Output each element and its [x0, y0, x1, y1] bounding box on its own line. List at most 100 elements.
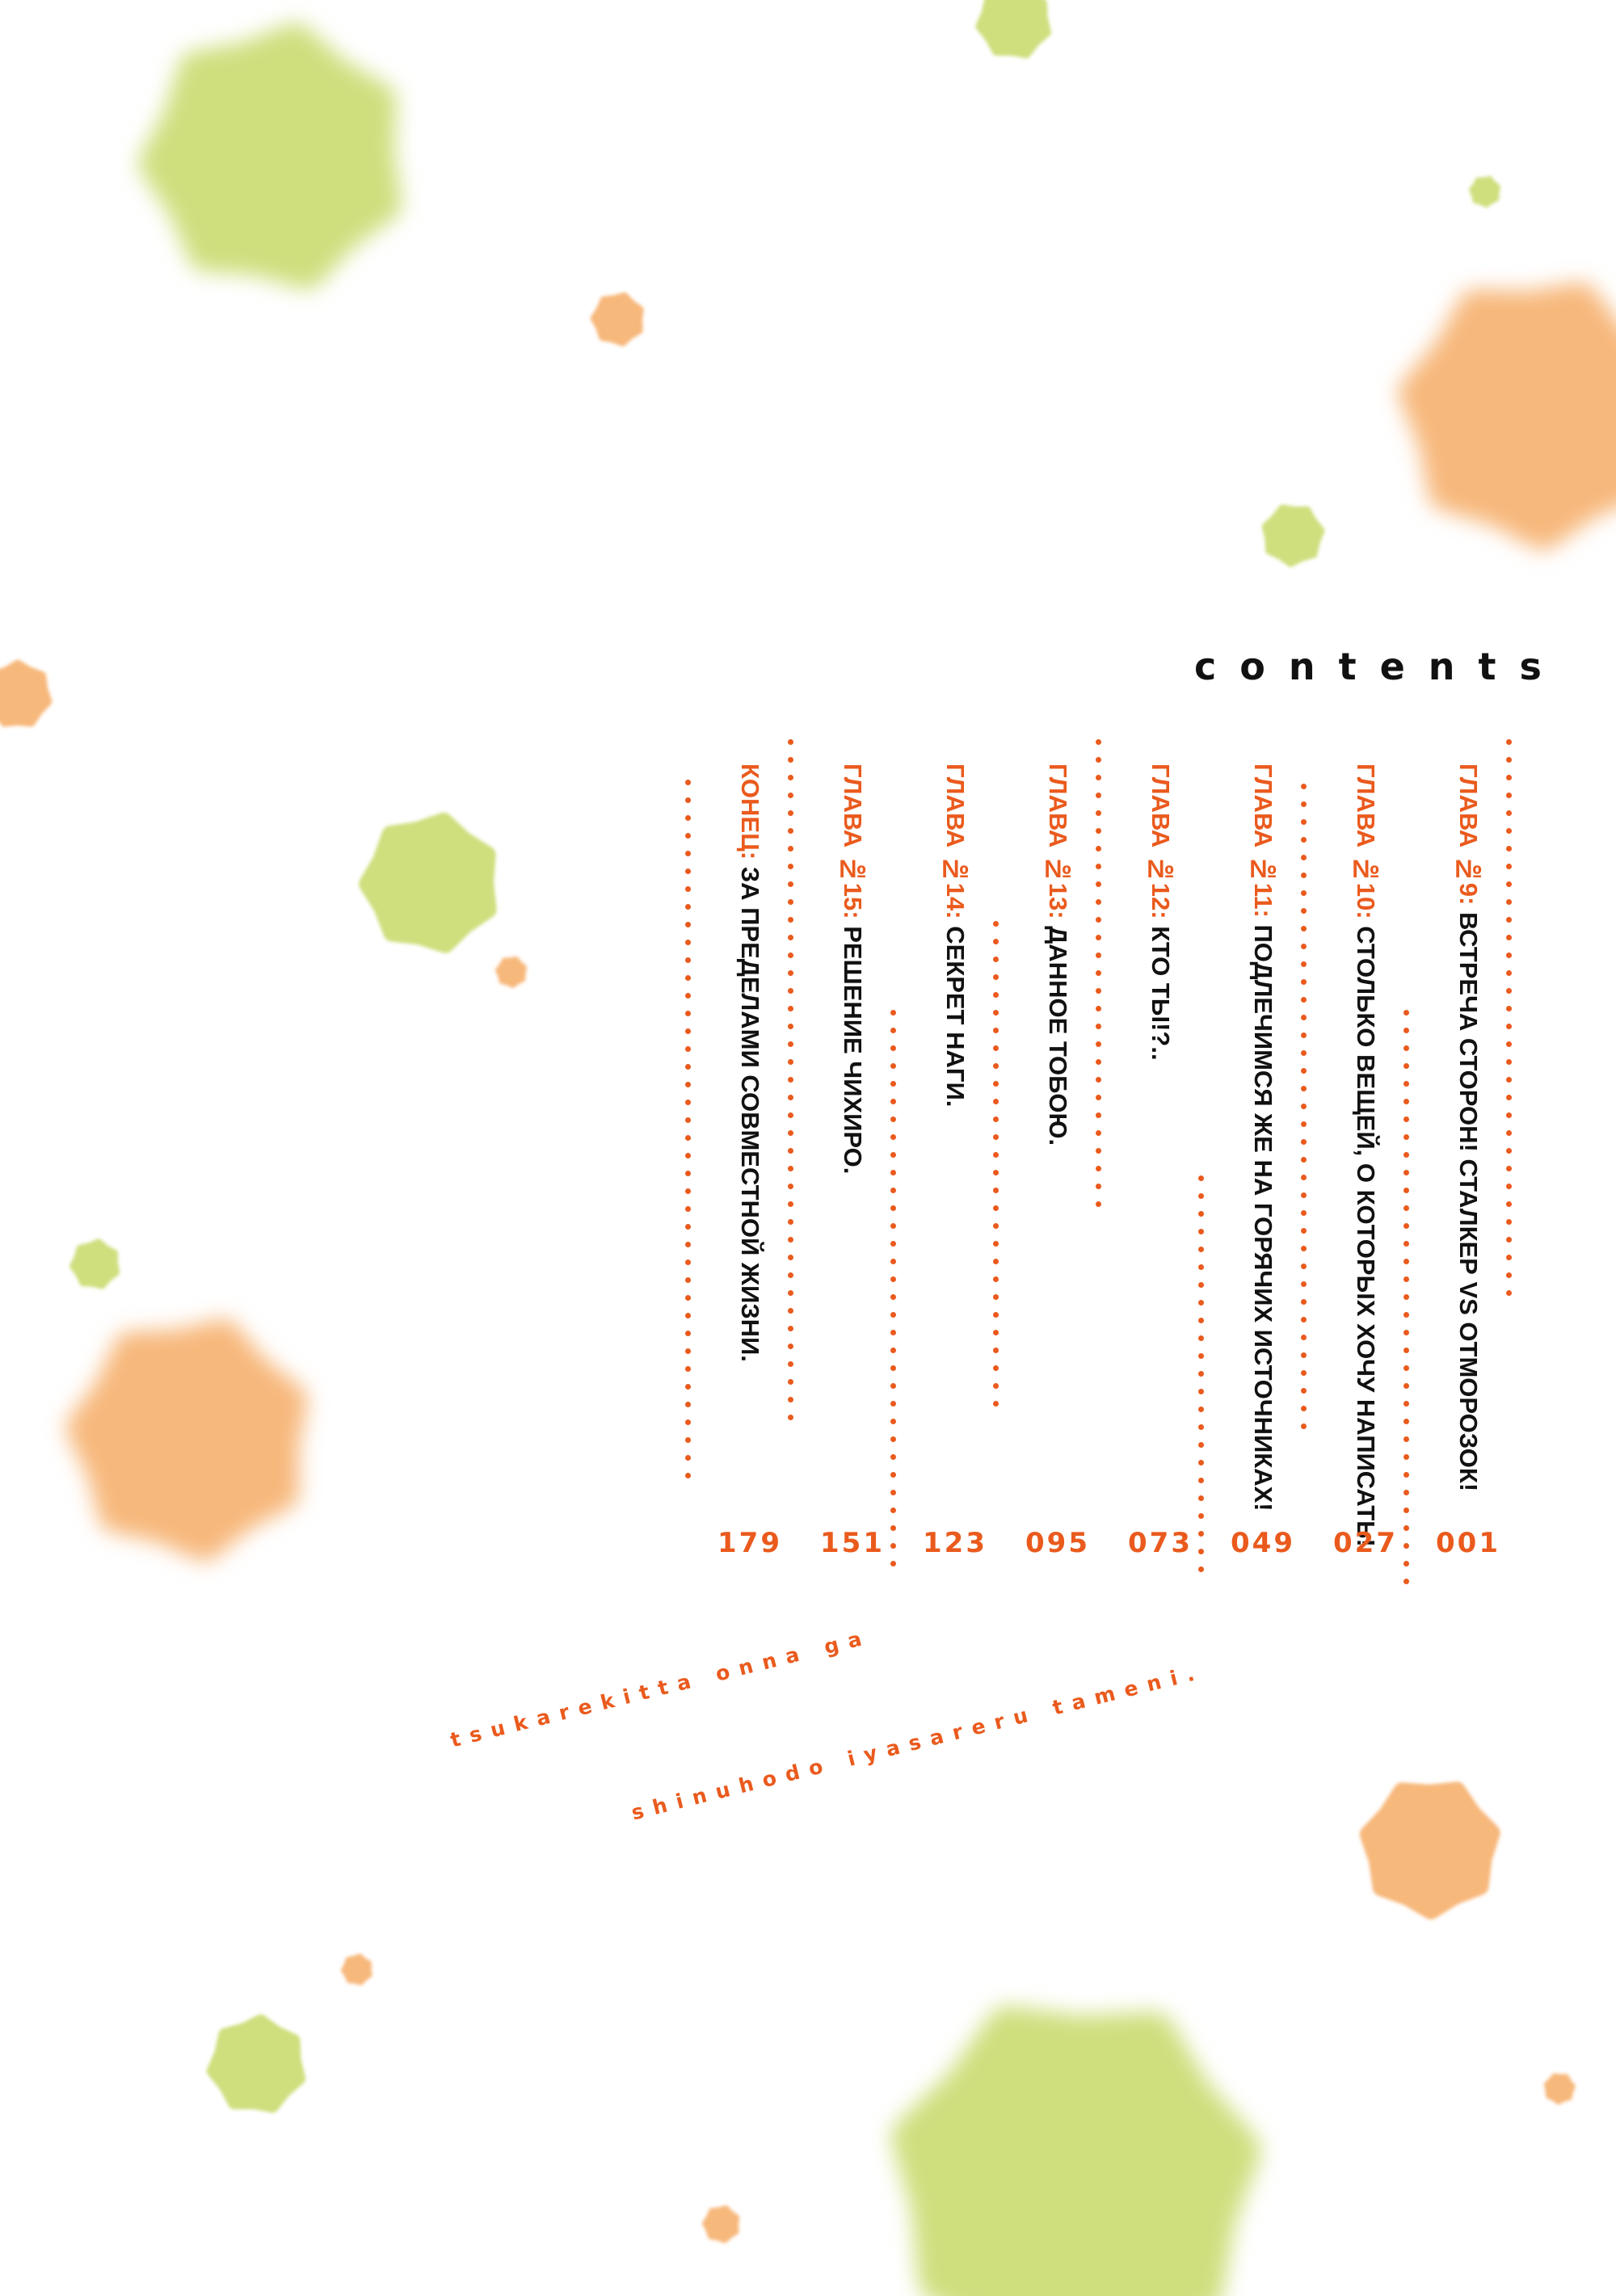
dot — [1096, 970, 1101, 976]
dot — [1506, 1237, 1512, 1243]
dot — [890, 1205, 896, 1211]
decorative-heptagon — [1398, 282, 1616, 550]
dot — [1198, 1424, 1204, 1430]
dot — [788, 810, 793, 816]
dot — [993, 992, 999, 998]
dot — [1096, 1059, 1101, 1065]
dot — [788, 881, 793, 887]
decorative-heptagon — [590, 292, 644, 347]
dot — [993, 1134, 999, 1140]
dot — [1301, 1015, 1307, 1020]
dot — [1301, 1139, 1307, 1145]
dot — [1198, 1318, 1204, 1323]
chapter-15-entry[interactable]: ГЛАВА №15: РЕШЕНИЕ ЧИХИРО. 151 — [820, 763, 882, 1579]
dot — [1096, 1041, 1101, 1047]
dot — [1403, 1152, 1409, 1158]
dot — [1403, 1081, 1409, 1087]
dot — [1096, 935, 1101, 940]
dot — [890, 1543, 896, 1549]
dot — [993, 1099, 999, 1104]
dotted-separator — [685, 780, 692, 1482]
dot — [685, 975, 691, 981]
dot — [1506, 952, 1512, 958]
chapter-13-entry[interactable]: ГЛАВА №13: ДАННОЕ ТОБОЮ. 095 — [1025, 763, 1088, 1579]
dot — [685, 1455, 691, 1461]
dot — [685, 922, 691, 927]
chapter-14-label: ГЛАВА №14: — [941, 763, 970, 919]
dot — [788, 1361, 793, 1367]
dot — [1301, 1370, 1307, 1376]
dot — [1301, 1406, 1307, 1411]
dot — [1301, 784, 1307, 789]
contents-title: contents — [1194, 645, 1565, 688]
dot — [788, 952, 793, 958]
dot — [1301, 1299, 1307, 1305]
dot — [1301, 1264, 1307, 1269]
dot — [1198, 1566, 1204, 1572]
chapter-11-entry[interactable]: ГЛАВА №11: ПОДЛЕЧИМСЯ ЖЕ НА ГОРЯЧИХ ИСТО… — [1231, 763, 1293, 1579]
dot — [890, 1259, 896, 1264]
dot — [1506, 1095, 1512, 1100]
dot — [1506, 1077, 1512, 1083]
dot — [1506, 1184, 1512, 1189]
dot — [685, 1082, 691, 1087]
dot — [1506, 810, 1512, 816]
chapter-11-page-number: 049 — [1231, 1527, 1295, 1559]
dot — [685, 904, 691, 910]
dot — [993, 1045, 999, 1051]
dot — [993, 1223, 999, 1229]
dot — [890, 1063, 896, 1069]
dot — [890, 1472, 896, 1478]
dot — [1506, 775, 1512, 780]
dot — [1403, 1561, 1409, 1566]
chapter-9-page-number: 001 — [1436, 1527, 1500, 1559]
dot — [890, 1454, 896, 1460]
dot — [685, 1259, 691, 1265]
dot — [1198, 1211, 1204, 1217]
dot — [1506, 1041, 1512, 1047]
chapter-14-page-number: 123 — [923, 1527, 987, 1559]
dot — [1096, 917, 1101, 923]
dot — [1506, 935, 1512, 940]
chapter-14-entry[interactable]: ГЛАВА №14: СЕКРЕТ НАГИ. 123 — [923, 763, 985, 1579]
dot — [1096, 1130, 1101, 1136]
dot — [1403, 1348, 1409, 1353]
dot — [1506, 846, 1512, 852]
ending-entry[interactable]: КОНЕЦ: ЗА ПРЕДЕЛАМИ СОВМЕСТНОЙ ЖИЗНИ. 17… — [718, 763, 780, 1579]
dot — [788, 864, 793, 869]
dot — [1506, 1130, 1512, 1136]
dot — [993, 1152, 999, 1158]
dot — [1403, 1205, 1409, 1211]
dot — [788, 1237, 793, 1243]
decorative-heptagon — [359, 812, 497, 953]
dot — [890, 1294, 896, 1300]
dot — [1403, 1188, 1409, 1193]
dot — [1506, 1166, 1512, 1171]
dot — [1403, 1259, 1409, 1264]
dot — [993, 1401, 999, 1407]
dotted-separator — [1506, 739, 1513, 1309]
dot — [788, 970, 793, 976]
dot — [1506, 881, 1512, 887]
dot — [788, 1112, 793, 1118]
chapter-13-page-number: 095 — [1025, 1527, 1090, 1559]
dot — [788, 1415, 793, 1420]
dot — [1403, 1241, 1409, 1247]
dot — [890, 1508, 896, 1513]
dot — [1198, 1282, 1204, 1288]
chapter-9-entry[interactable]: ГЛАВА №9: ВСТРЕЧА СТОРОН! СТАЛКЕР VS ОТМ… — [1436, 763, 1498, 1579]
dot — [1301, 1175, 1307, 1180]
dot — [685, 1011, 691, 1016]
chapter-12-entry[interactable]: ГЛАВА №12: КТО ТЫ!?.. 073 — [1128, 763, 1190, 1579]
dot — [685, 815, 691, 821]
dot — [993, 1276, 999, 1282]
dot — [1506, 917, 1512, 923]
dot — [890, 1436, 896, 1442]
dot — [1198, 1247, 1204, 1252]
dot — [890, 1348, 896, 1353]
chapter-11-title: ПОДЛЕЧИМСЯ ЖЕ НА ГОРЯЧИХ ИСТОЧНИКАХ! — [1249, 917, 1277, 1512]
dot — [1096, 1024, 1101, 1029]
chapter-10-entry[interactable]: ГЛАВА №10: СТОЛЬКО ВЕЩЕЙ, О КОТОРЫХ ХОЧУ… — [1333, 763, 1395, 1579]
dot — [788, 1344, 793, 1349]
dot — [1096, 846, 1101, 852]
